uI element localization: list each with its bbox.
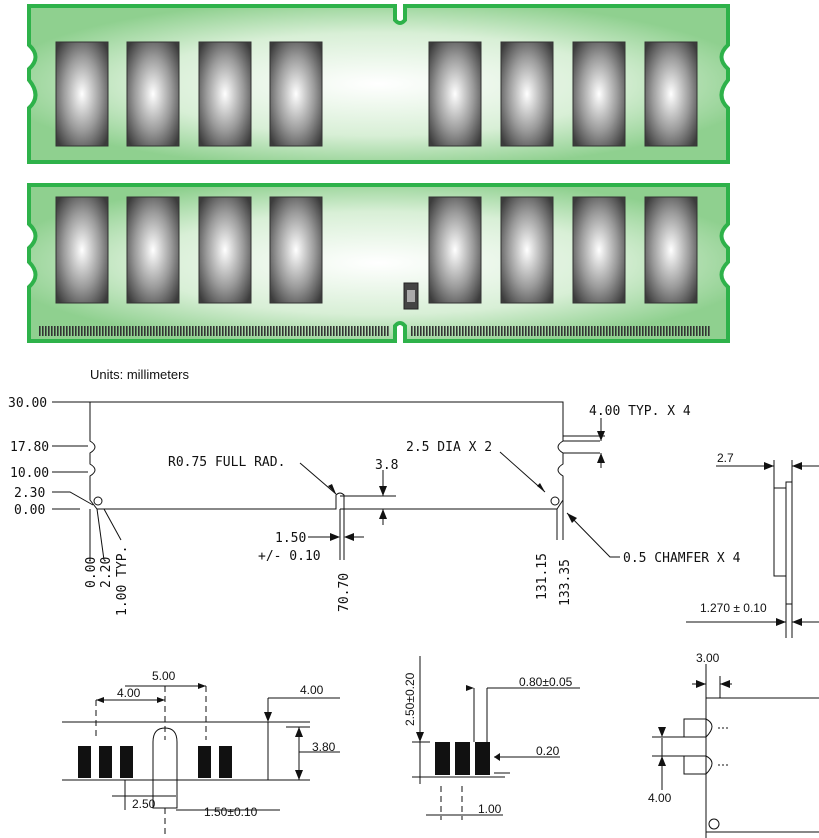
chip bbox=[644, 41, 698, 147]
chip bbox=[198, 196, 252, 304]
detail-a-labels: 5.00 4.00 4.00 3.80 2.50 1.50±0.10 bbox=[117, 669, 336, 819]
chip bbox=[572, 196, 626, 304]
board-outline bbox=[89, 401, 564, 510]
dim-notch-pos: 70.70 bbox=[337, 573, 352, 612]
dim-bottom-1-typ: 1.00 TYP. bbox=[115, 546, 130, 616]
detail-c bbox=[652, 664, 819, 838]
dim-side-pcb: 1.270 ± 0.10 bbox=[700, 601, 767, 615]
chip bbox=[55, 41, 109, 147]
module-bottom bbox=[27, 183, 730, 343]
dim-10: 10.00 bbox=[10, 466, 49, 481]
dim-notch-width: 1.50 bbox=[275, 531, 306, 546]
chip bbox=[55, 196, 109, 304]
chip bbox=[428, 196, 482, 304]
chip bbox=[269, 41, 323, 147]
hole-left bbox=[93, 496, 103, 506]
dim-0: 0.00 bbox=[14, 503, 45, 518]
main-outline-drawing bbox=[52, 401, 819, 638]
dim-chamfer: 0.5 CHAMFER X 4 bbox=[623, 551, 741, 566]
detail-a bbox=[62, 685, 340, 836]
detail-b bbox=[412, 656, 580, 820]
chip bbox=[269, 196, 323, 304]
dim-hole-dia: 2.5 DIA X 2 bbox=[406, 440, 492, 455]
arrowheads bbox=[328, 431, 802, 626]
detail-c-400: 4.00 bbox=[648, 791, 672, 805]
dim-typ-spacing: 4.00 TYP. X 4 bbox=[589, 404, 691, 419]
contact-pad bbox=[475, 742, 490, 775]
main-dimension-labels: 30.00 17.80 10.00 2.30 0.00 0.00 2.20 1.… bbox=[8, 396, 767, 616]
chip bbox=[572, 41, 626, 147]
chip-row-bottom bbox=[55, 196, 698, 304]
detail-b-pads bbox=[416, 685, 500, 775]
gold-contacts-right bbox=[410, 326, 710, 336]
hole-right bbox=[550, 496, 560, 506]
detail-b-080: 0.80±0.05 bbox=[519, 675, 573, 689]
dim-side-thickness: 2.7 bbox=[717, 451, 734, 465]
chip bbox=[500, 41, 554, 147]
contact-pad bbox=[455, 742, 470, 775]
detail-a-150: 1.50±0.10 bbox=[204, 805, 258, 819]
detail-a-380: 3.80 bbox=[312, 740, 336, 754]
units-note: Units: millimeters bbox=[90, 367, 189, 382]
chip bbox=[126, 196, 180, 304]
contact-pad bbox=[435, 742, 450, 775]
chip bbox=[500, 196, 554, 304]
chip bbox=[126, 41, 180, 147]
contact-pad bbox=[99, 746, 112, 778]
contact-pad bbox=[219, 746, 232, 778]
detail-c-labels: 3.00 4.00 bbox=[648, 651, 720, 805]
dim-30: 30.00 bbox=[8, 396, 47, 411]
spd-chip bbox=[403, 282, 419, 310]
side-view-chip bbox=[785, 481, 793, 605]
detail-b-250: 2.50±0.20 bbox=[403, 672, 417, 726]
dim-notch-radius: R0.75 FULL RAD. bbox=[168, 455, 285, 470]
dim-notch-tol: +/- 0.10 bbox=[258, 549, 321, 564]
detail-a-pads bbox=[78, 683, 303, 780]
detail-a-250: 2.50 bbox=[132, 797, 156, 811]
contact-pad bbox=[120, 746, 133, 778]
dim-bottom-2-2: 2.20 bbox=[99, 557, 114, 588]
contact-pad bbox=[78, 746, 91, 778]
chip bbox=[198, 41, 252, 147]
dim-2-3: 2.30 bbox=[14, 486, 45, 501]
dim-131: 131.15 bbox=[535, 553, 550, 600]
dim-notch-height: 3.8 bbox=[375, 458, 398, 473]
chip bbox=[644, 196, 698, 304]
detail-b-labels: 2.50±0.20 0.80±0.05 0.20 1.00 bbox=[403, 672, 573, 816]
detail-c-300: 3.00 bbox=[696, 651, 720, 665]
detail-a-500: 5.00 bbox=[152, 669, 176, 683]
detail-a-400b: 4.00 bbox=[300, 683, 324, 697]
hole-detail bbox=[708, 818, 720, 830]
gold-contacts-left bbox=[38, 326, 390, 336]
detail-b-020: 0.20 bbox=[536, 744, 560, 758]
dim-17-8: 17.80 bbox=[10, 440, 49, 455]
detail-c-arrows bbox=[658, 680, 730, 766]
side-view-board bbox=[773, 487, 787, 577]
module-top bbox=[27, 4, 730, 164]
chip bbox=[428, 41, 482, 147]
dim-133: 133.35 bbox=[558, 559, 573, 606]
dim-bottom-0: 0.00 bbox=[84, 557, 99, 588]
contact-pad bbox=[198, 746, 211, 778]
detail-a-400: 4.00 bbox=[117, 686, 141, 700]
chip-row-top bbox=[55, 41, 698, 147]
detail-b-100: 1.00 bbox=[478, 802, 502, 816]
